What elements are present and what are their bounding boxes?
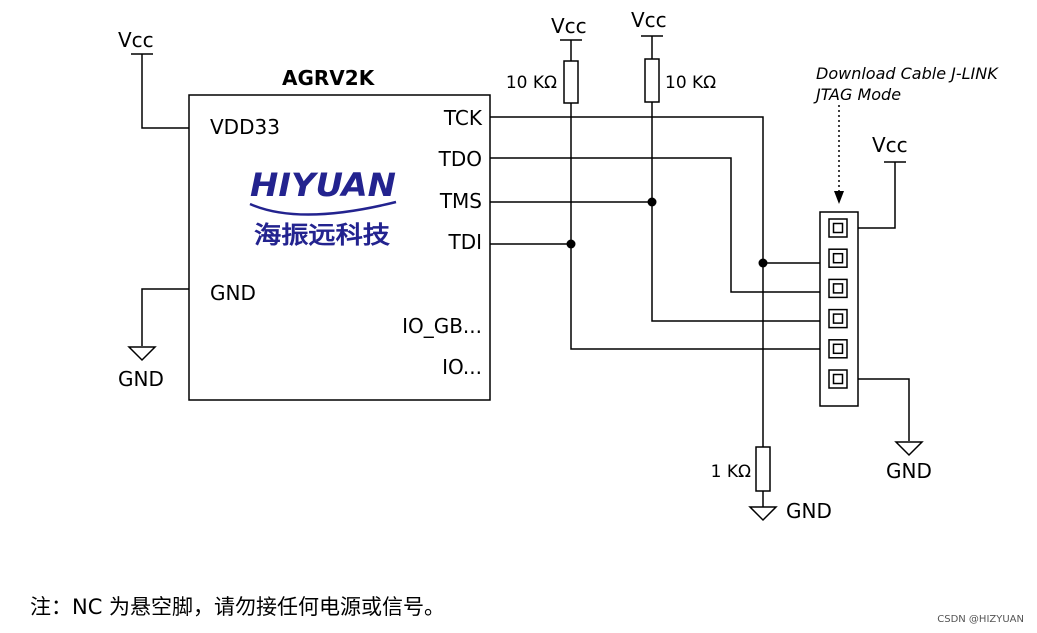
connector-caption-line2: JTAG Mode <box>813 85 901 104</box>
gnd-wire-left <box>141 288 189 346</box>
connector-pins <box>828 218 848 389</box>
wire-tck <box>490 116 764 447</box>
resistor-body-r2 <box>644 58 660 103</box>
gnd-symbol-connector <box>894 441 924 457</box>
pin-label-tdi: TDI <box>447 230 482 254</box>
gnd-label-connector: GND <box>886 459 932 483</box>
connector-pin-5 <box>828 339 848 359</box>
gnd-label-left: GND <box>118 367 164 391</box>
junctions <box>566 197 768 268</box>
gnd-symbol-r3 <box>748 506 778 522</box>
junction-tck <box>758 258 768 268</box>
connector-pin-2 <box>828 248 848 268</box>
pin-label-gnd: GND <box>210 281 256 305</box>
wire-tdi <box>490 243 820 350</box>
resistor-pullup-1: Vcc 10 KΩ <box>506 14 587 244</box>
wire-connector-gnd <box>858 378 910 441</box>
junction-tms <box>647 197 657 207</box>
vdd33-wire <box>141 54 189 129</box>
connector-pin-4-inner <box>832 313 844 324</box>
logo-text: HIYUAN <box>250 166 396 204</box>
resistor-pullup-2: Vcc 10 KΩ <box>631 8 716 202</box>
connector-pin-2-inner <box>832 252 844 264</box>
pin-label-vdd33: VDD33 <box>210 115 280 139</box>
resistor-label-r1: 10 KΩ <box>506 73 557 93</box>
vcc-label-r2: Vcc <box>631 8 667 32</box>
connector-pin-1 <box>828 218 848 238</box>
junction-tdi <box>566 239 576 249</box>
pin-label-io: IO... <box>442 355 482 379</box>
resistor-body-r3 <box>755 446 771 492</box>
jtag-wires <box>490 116 820 447</box>
resistor-body-r1 <box>563 60 579 104</box>
logo-cn-text: 海振远科技 <box>254 220 391 249</box>
connector-pin-6 <box>828 369 848 389</box>
jtag-connector: Download Cable J-LINK JTAG Mode Vcc GND <box>813 64 999 483</box>
resistor-label-r2: 10 KΩ <box>665 73 716 93</box>
hiyuan-logo: HIYUAN 海振远科技 <box>249 166 397 249</box>
pin-label-tms: TMS <box>439 189 482 213</box>
vcc-label-connector: Vcc <box>872 133 908 157</box>
wire-connector-vcc <box>858 162 896 229</box>
resistor-pulldown: 1 KΩ GND <box>711 446 832 523</box>
gnd-left: GND <box>118 288 189 391</box>
connector-pin-5-inner <box>832 343 844 355</box>
connector-pin-4 <box>828 308 848 329</box>
vcc-left: Vcc <box>118 28 189 129</box>
pin-label-io-gb: IO_GB... <box>402 314 482 338</box>
connector-pointer-arrow <box>834 191 844 204</box>
connector-pin-3-inner <box>832 283 844 294</box>
watermark: CSDN @HIZYUAN <box>937 614 1024 625</box>
vcc-label-left: Vcc <box>118 28 154 52</box>
connector-pin-6-inner <box>832 373 844 385</box>
connector-caption-line1: Download Cable J-LINK <box>816 64 999 83</box>
chip-name: AGRV2K <box>282 66 376 90</box>
chip-block: AGRV2K VDD33 GND TCK TDO TMS TDI IO_GB..… <box>188 66 491 401</box>
wire-tms <box>490 201 820 322</box>
wire-tdo <box>490 157 820 293</box>
vcc-label-r1: Vcc <box>551 14 587 38</box>
resistor-label-r3: 1 KΩ <box>711 462 751 482</box>
connector-pin-1-inner <box>832 222 844 234</box>
connector-pin-3 <box>828 278 848 299</box>
gnd-symbol-left <box>127 346 157 362</box>
pin-label-tck: TCK <box>443 106 483 130</box>
logo-swoosh <box>249 200 397 216</box>
footnote: 注：NC 为悬空脚，请勿接任何电源或信号。 <box>30 595 445 619</box>
chip-body <box>188 94 491 401</box>
gnd-label-r3: GND <box>786 499 832 523</box>
connector-body <box>819 211 859 407</box>
pin-label-tdo: TDO <box>438 147 482 171</box>
